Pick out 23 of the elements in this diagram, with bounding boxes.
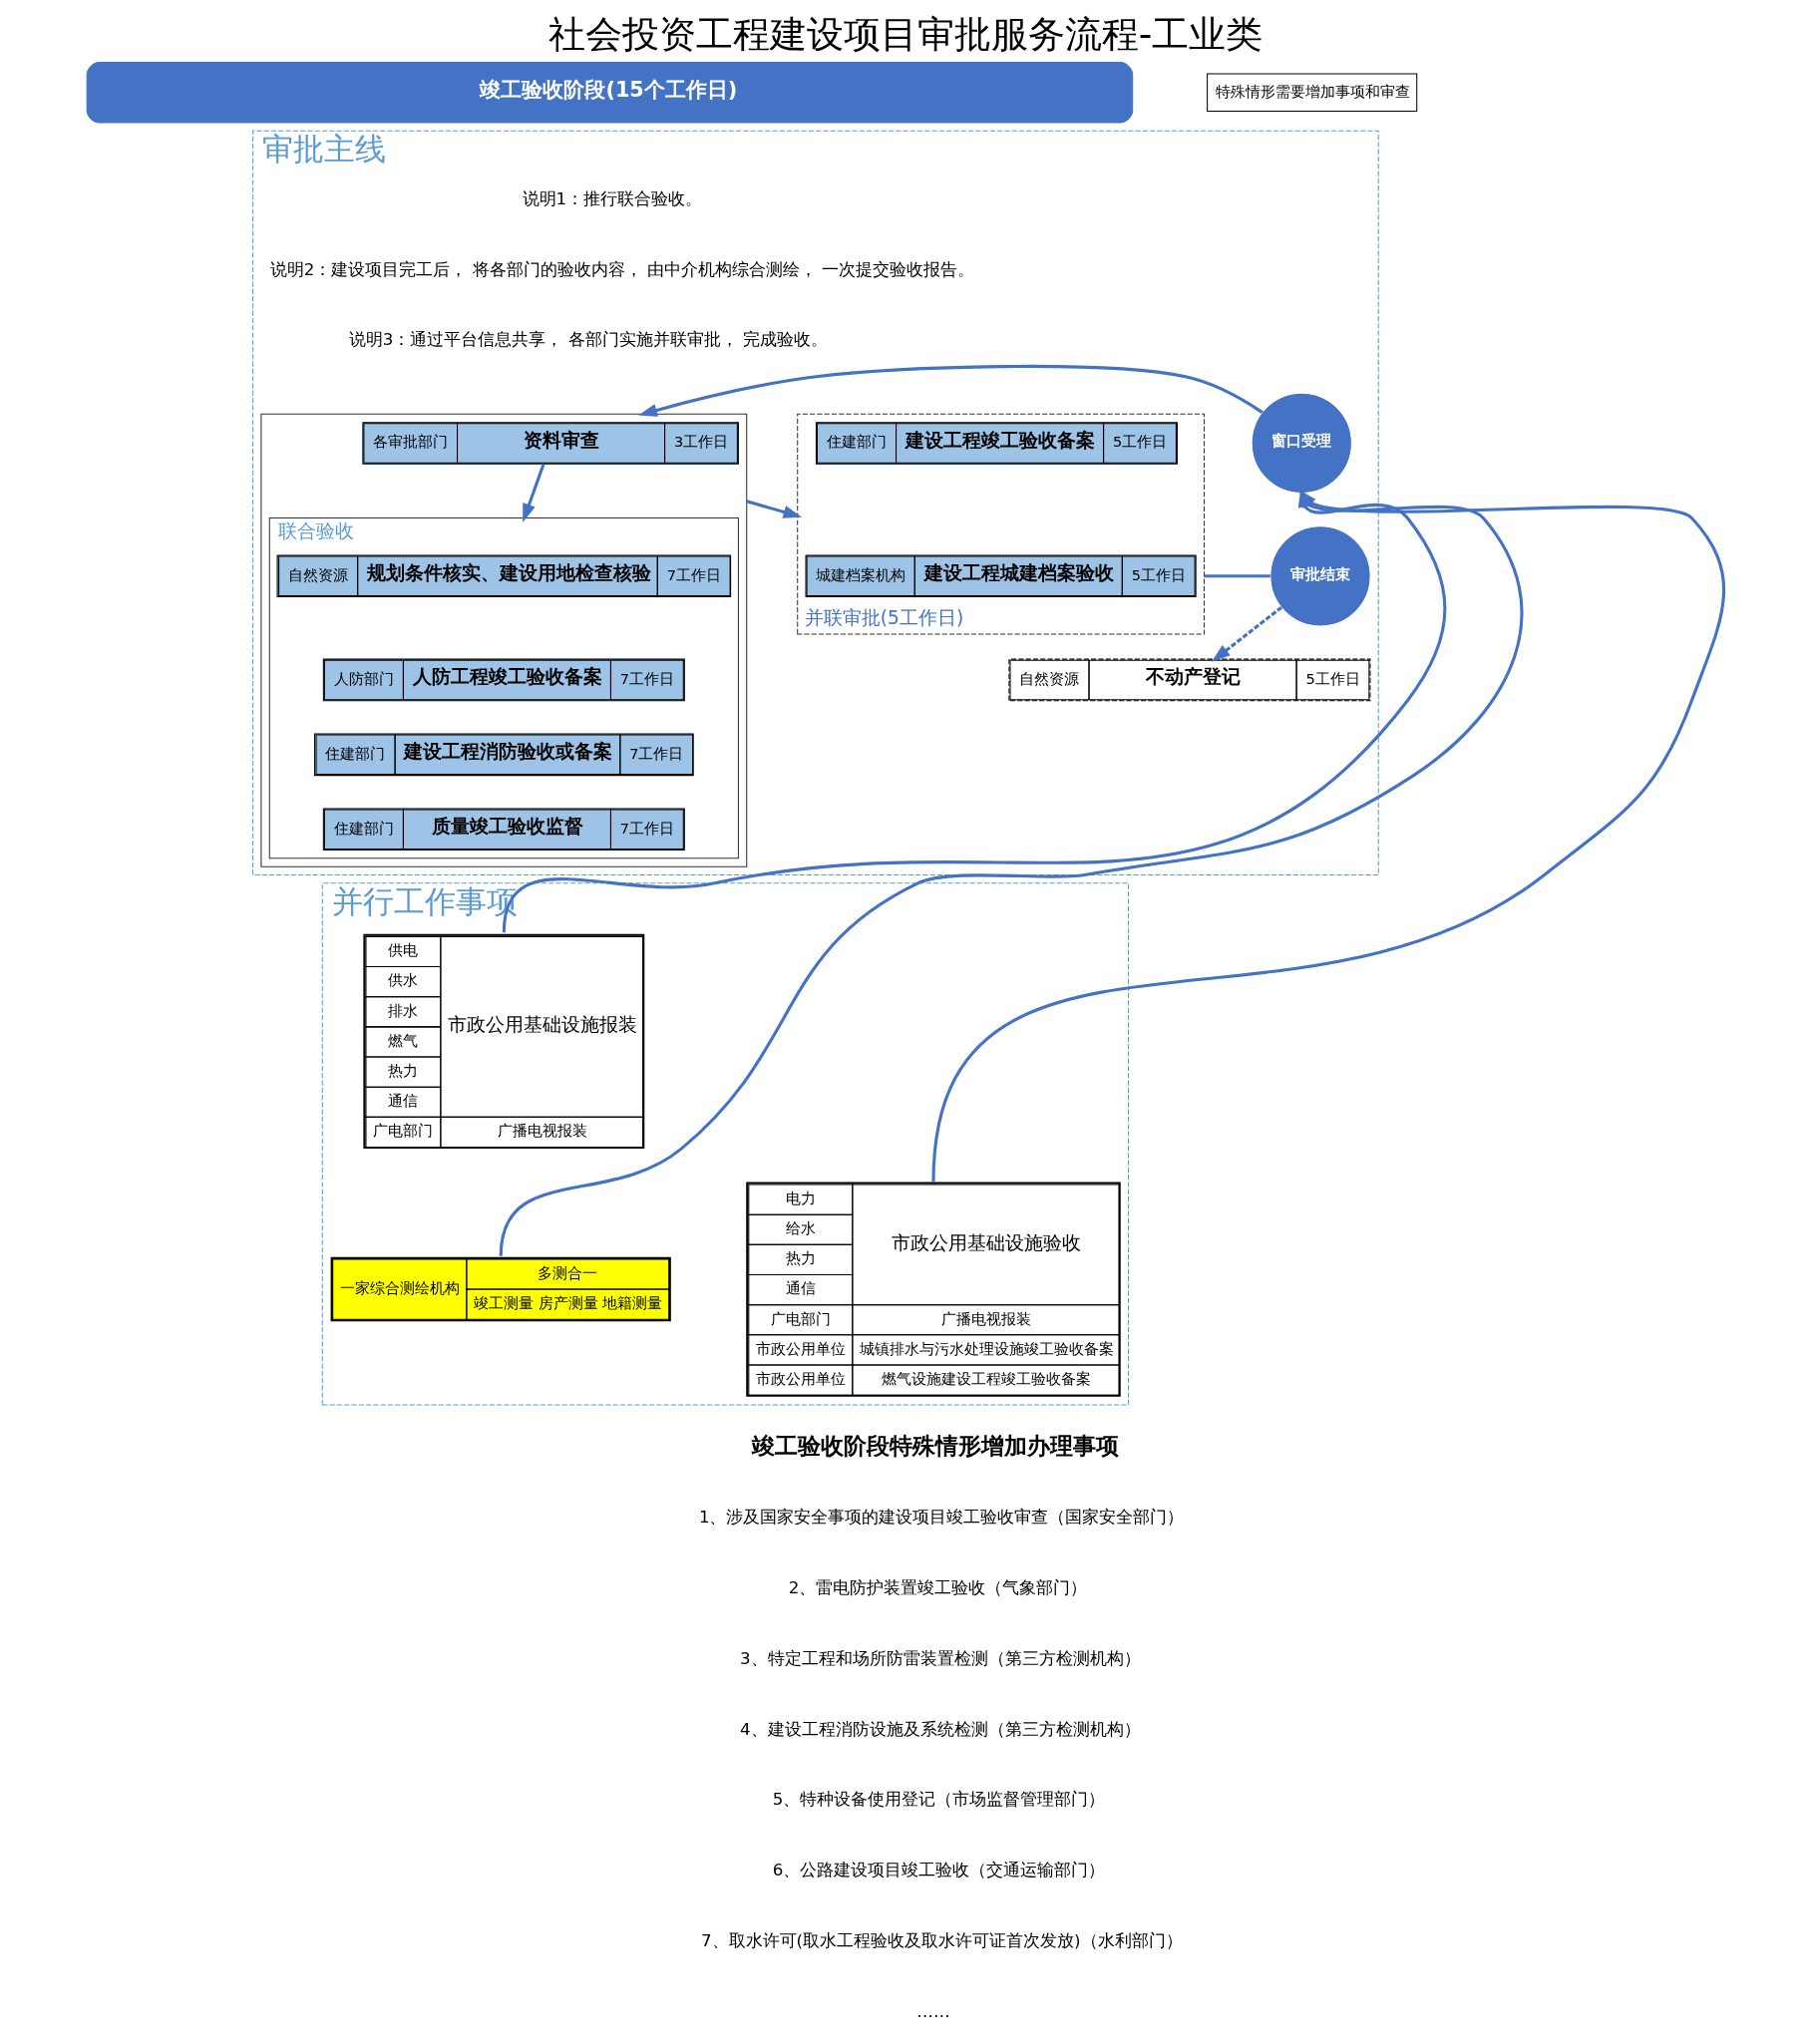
label: …… [915,2001,950,2021]
connector [1204,574,1270,578]
arrow [745,500,802,518]
label: 4、建设工程消防设施及系统检测（第三方检测机构） [739,1719,1141,1739]
label: 说明2：建设项目完工后， 将各部门的验收内容， 由中介机构综合测绘， 一次提交验收报告。 [269,259,974,279]
label: 2、雷电防护装置竣工验收（气象部门） [788,1578,1087,1598]
arrow [1211,605,1282,662]
label: 7、取水许可(取水工程验收及取水许可证首次发放)（水利部门） [700,1930,1183,1950]
node-circle: 审批结束 [1268,525,1371,627]
label: 说明1：推行联合验收。 [522,188,702,208]
node-circle: 窗口受理 [1251,392,1352,495]
label: 5、特种设备使用登记（市场监督管理部门） [772,1790,1105,1810]
node-box: 竣工验收阶段(15个工作日) [86,62,1133,124]
diagram-title: 社会投资工程建设项目审批服务流程-工业类 [547,11,1263,56]
arrow [637,364,1264,417]
label: 竣工验收阶段特殊情形增加办理事项 [751,1432,1119,1459]
arrow [522,463,544,522]
label: 说明3：通过平台信息共享， 各部门实施并联审批， 完成验收。 [348,330,828,350]
label: 1、涉及国家安全事项的建设项目竣工验收审查（国家安全部门） [698,1508,1184,1528]
label: 3、特定工程和场所防雷装置检测（第三方检测机构） [739,1648,1141,1668]
cluster [259,413,747,867]
label: 6、公路建设项目竣工验收（交通运输部门） [772,1861,1105,1880]
node-box: 特殊情形需要增加事项和审查 [1206,73,1417,112]
